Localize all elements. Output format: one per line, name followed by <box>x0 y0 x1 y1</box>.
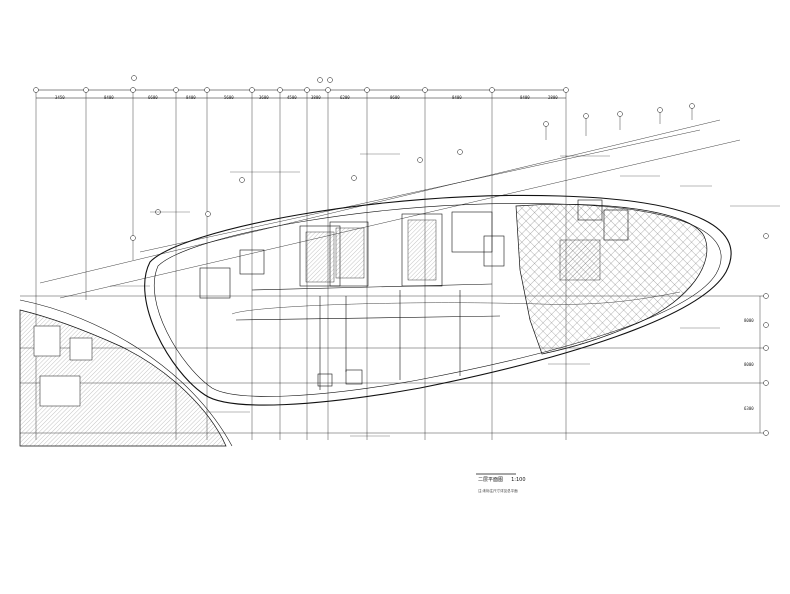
top-dimension-1: 3450 <box>55 95 65 100</box>
interior-walls <box>199 199 629 390</box>
hatched-atrium <box>515 203 708 355</box>
top-dimension-13: 2800 <box>548 95 558 100</box>
adjacent-building <box>19 299 233 447</box>
right-grid-bubbles <box>763 233 769 436</box>
top-dimension-2: 8400 <box>104 95 114 100</box>
top-dimension-11: 8400 <box>452 95 462 100</box>
diagonal-grid-bubbles <box>130 103 695 241</box>
top-dimension-7: 4500 <box>287 95 297 100</box>
drawing-title-block: 二层平面图 1:100 注:未标注尺寸详见总平面 <box>478 466 526 494</box>
right-dimension-2: 8000 <box>744 362 754 367</box>
top-dimension-12: 8400 <box>520 95 530 100</box>
drawing-subtitle: 注:未标注尺寸详见总平面 <box>478 489 518 493</box>
top-dimension-5: 5600 <box>224 95 234 100</box>
stair-cores <box>305 219 601 283</box>
top-dimension-9: 6200 <box>340 95 350 100</box>
top-dimension-6: 3600 <box>259 95 269 100</box>
drawing-title: 二层平面图 <box>478 477 504 483</box>
right-dimension-1: 8000 <box>744 318 754 323</box>
top-dimension-8: 3800 <box>311 95 321 100</box>
top-dimension-4: 8400 <box>186 95 196 100</box>
drawing-scale: 1:100 <box>511 477 526 483</box>
top-dimension-10: 8600 <box>390 95 400 100</box>
diagonal-grid-lines <box>39 108 741 299</box>
right-dimension-3: 6300 <box>744 406 754 411</box>
top-dimension-chain <box>36 89 566 99</box>
top-dimension-3: 6600 <box>148 95 158 100</box>
annotation-leaders <box>110 153 780 437</box>
top-grid-bubbles <box>33 75 569 93</box>
